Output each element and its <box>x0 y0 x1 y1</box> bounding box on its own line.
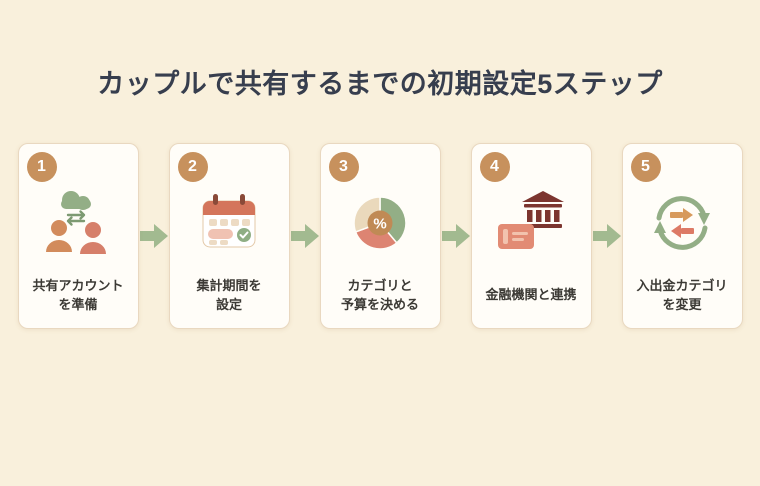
step-number-badge: 1 <box>26 152 57 182</box>
steps-row: 1 <box>0 143 760 329</box>
right-arrow-icon <box>139 224 168 248</box>
step-label: 入出金カテゴリ を変更 <box>636 277 728 313</box>
sync-arrows-icon <box>645 182 719 264</box>
shared-account-icon <box>41 182 115 264</box>
calendar-icon <box>192 182 266 264</box>
step-number-badge: 5 <box>630 152 661 182</box>
step-label: 金融機関と連携 <box>485 287 577 303</box>
step-card-1: 1 <box>17 143 139 329</box>
step-card-4: 4 <box>470 143 592 329</box>
step-number-badge: 2 <box>177 152 208 182</box>
step-label: カテゴリと 予算を決める <box>340 277 419 313</box>
svg-text:%: % <box>373 216 386 233</box>
step-card-5: 5 <box>621 143 743 329</box>
pie-chart-icon: % <box>343 182 417 264</box>
bank-card-icon <box>494 182 568 264</box>
step-number-badge: 4 <box>479 152 510 182</box>
right-arrow-icon <box>290 224 319 248</box>
step-card-3: 3 % カテゴリと 予算を決める <box>319 143 441 329</box>
step-number-badge: 3 <box>328 152 359 182</box>
step-label: 集計期間を 設定 <box>196 277 262 313</box>
page-title: カップルで共有するまでの初期設定5ステップ <box>97 69 663 99</box>
right-arrow-icon <box>441 224 470 248</box>
infographic: カップルで共有するまでの初期設定5ステップ 1 <box>0 62 760 329</box>
step-label: 共有アカウント を準備 <box>32 277 124 313</box>
step-card-2: 2 <box>168 143 290 329</box>
right-arrow-icon <box>592 224 621 248</box>
